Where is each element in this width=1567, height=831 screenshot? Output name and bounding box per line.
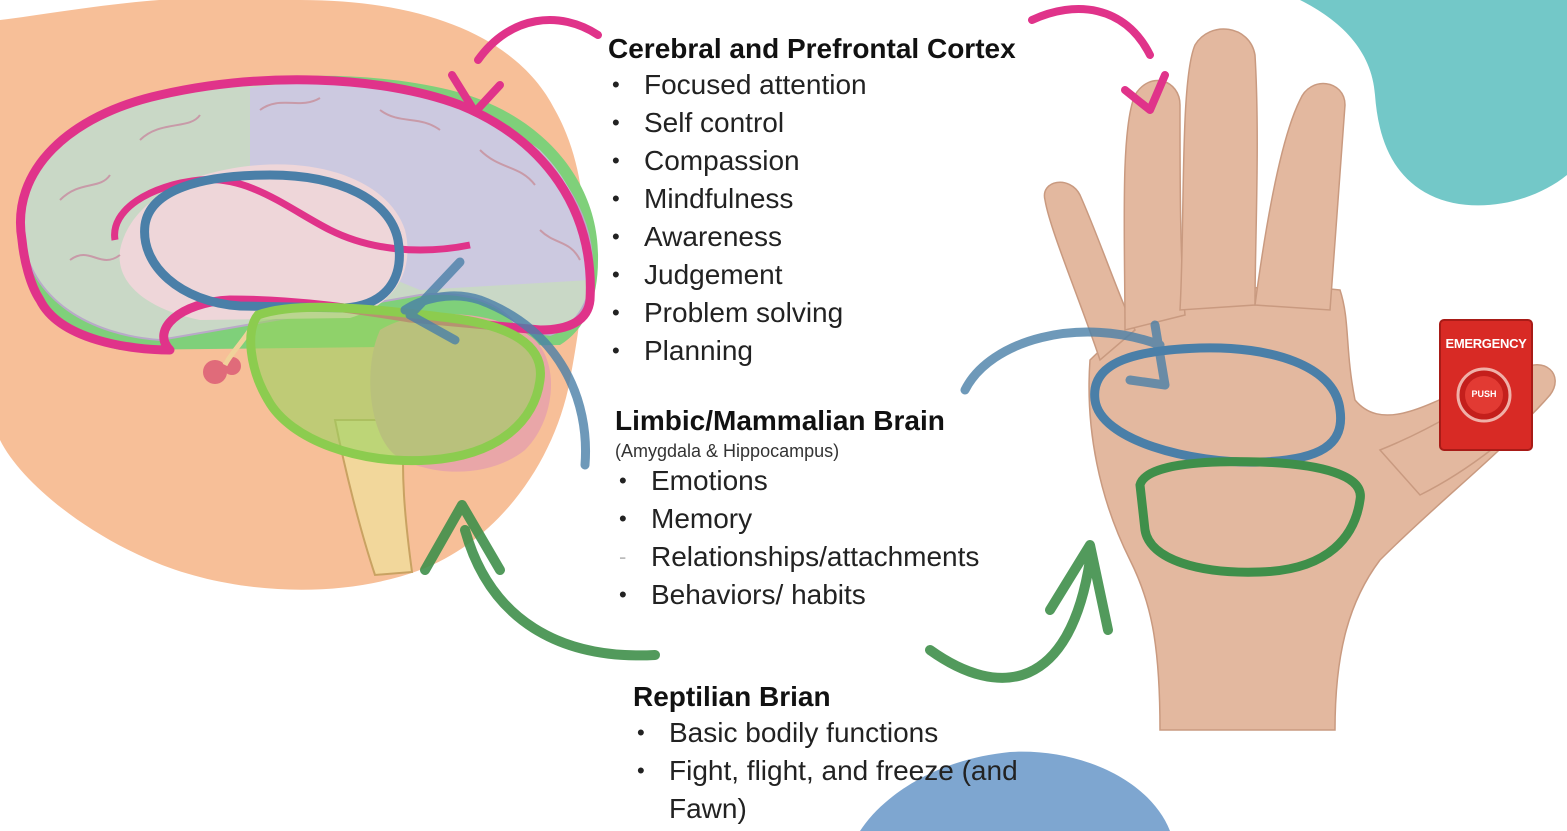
limbic-subtitle: (Amygdala & Hippocampus) bbox=[615, 440, 979, 462]
cortex-item: Planning bbox=[608, 332, 1016, 370]
cortex-item: Mindfulness bbox=[608, 180, 1016, 218]
cortex-arrow-right bbox=[1032, 9, 1165, 110]
cortex-section: Cerebral and Prefrontal Cortex Focused a… bbox=[608, 32, 1016, 370]
limbic-title: Limbic/Mammalian Brain bbox=[615, 404, 979, 438]
limbic-section: Limbic/Mammalian Brain (Amygdala & Hippo… bbox=[615, 404, 979, 614]
limbic-list: Emotions Memory Relationships/attachment… bbox=[615, 462, 979, 614]
limbic-item: Relationships/attachments bbox=[615, 538, 979, 576]
reptilian-item: Fight, flight, and freeze (and Fawn) bbox=[633, 752, 1089, 828]
cortex-item: Focused attention bbox=[608, 66, 1016, 104]
limbic-item: Emotions bbox=[615, 462, 979, 500]
limbic-item: Memory bbox=[615, 500, 979, 538]
limbic-item: Behaviors/ habits bbox=[615, 576, 979, 614]
cortex-item: Compassion bbox=[608, 142, 1016, 180]
cortex-item: Judgement bbox=[608, 256, 1016, 294]
cortex-item: Self control bbox=[608, 104, 1016, 142]
reptilian-list: Basic bodily functions Fight, flight, an… bbox=[633, 714, 1089, 828]
cortex-title: Cerebral and Prefrontal Cortex bbox=[608, 32, 1016, 66]
reptilian-title: Reptilian Brian bbox=[633, 680, 1089, 714]
cortex-list: Focused attention Self control Compassio… bbox=[608, 66, 1016, 370]
limbic-arrow-left bbox=[405, 262, 586, 465]
reptilian-item: Basic bodily functions bbox=[633, 714, 1089, 752]
cortex-arrow-left bbox=[452, 20, 598, 112]
reptilian-section: Reptilian Brian Basic bodily functions F… bbox=[633, 680, 1089, 828]
cortex-item: Awareness bbox=[608, 218, 1016, 256]
cortex-item: Problem solving bbox=[608, 294, 1016, 332]
